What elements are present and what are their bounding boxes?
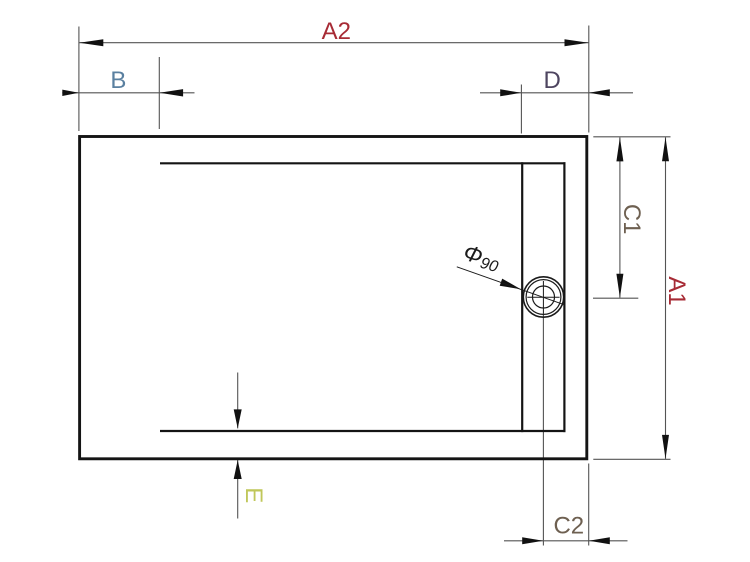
svg-text:C1: C1 <box>618 204 645 235</box>
svg-text:A2: A2 <box>322 18 351 45</box>
svg-text:E: E <box>240 487 267 503</box>
svg-text:C2: C2 <box>553 513 584 540</box>
svg-text:D: D <box>544 67 561 94</box>
svg-text:A1: A1 <box>663 276 690 305</box>
svg-text:B: B <box>110 67 126 94</box>
